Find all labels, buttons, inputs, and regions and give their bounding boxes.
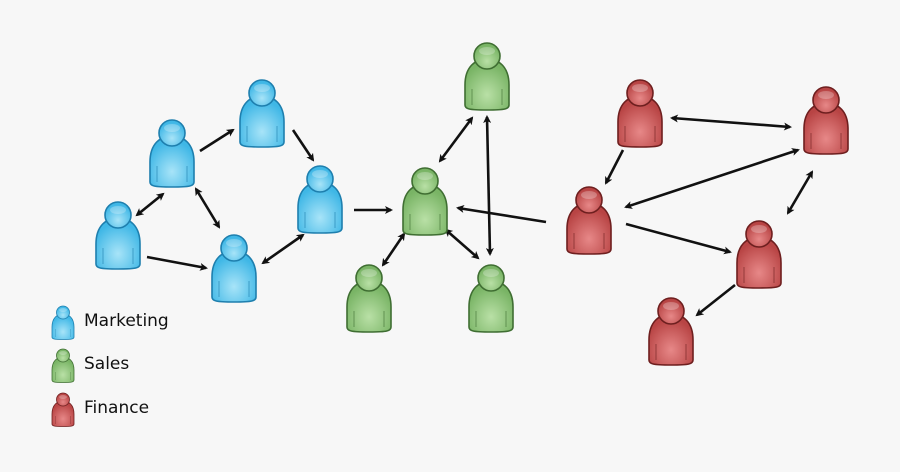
edge-arrow	[146, 255, 208, 271]
person-icon-marketing	[149, 119, 195, 188]
person-icon-finance	[617, 79, 663, 148]
legend-person-icon-marketing	[51, 305, 75, 340]
edge-arrow	[135, 192, 165, 217]
edge-arrow	[670, 114, 792, 131]
legend-person-icon-finance	[51, 392, 75, 427]
person-icon-marketing	[95, 201, 141, 270]
person-icon-marketing	[297, 165, 343, 234]
person-icon-sales	[468, 264, 514, 333]
person-icon-finance	[648, 297, 694, 366]
edge-arrow	[456, 204, 547, 224]
edge-arrow	[444, 228, 480, 260]
person-icon-finance	[736, 220, 782, 289]
person-icon-sales	[402, 167, 448, 236]
edge-arrow	[199, 128, 235, 153]
person-icon-marketing	[211, 234, 257, 303]
edge-arrow	[381, 232, 406, 267]
nodes-layer	[95, 42, 849, 366]
edge-arrow	[438, 116, 474, 163]
legend-person-icon-sales	[51, 348, 75, 383]
person-icon-marketing	[239, 79, 285, 148]
legend-label-finance: Finance	[84, 398, 150, 418]
person-icon-finance	[803, 86, 849, 155]
legend-label-marketing: Marketing	[84, 311, 169, 331]
legend-icons	[51, 305, 75, 427]
person-icon-sales	[346, 264, 392, 333]
edge-arrow	[786, 170, 814, 215]
edges-layer	[135, 114, 814, 317]
edge-arrow	[604, 149, 625, 185]
edge-arrow	[261, 233, 305, 265]
legend-label-sales: Sales	[84, 354, 130, 374]
person-icon-sales	[464, 42, 510, 111]
edge-arrow	[483, 115, 494, 256]
person-icon-finance	[566, 186, 612, 255]
edge-arrow	[291, 129, 315, 162]
edge-arrow	[695, 283, 736, 317]
edge-arrow	[625, 222, 732, 255]
edge-arrow	[194, 187, 221, 229]
edge-arrow	[624, 148, 800, 209]
